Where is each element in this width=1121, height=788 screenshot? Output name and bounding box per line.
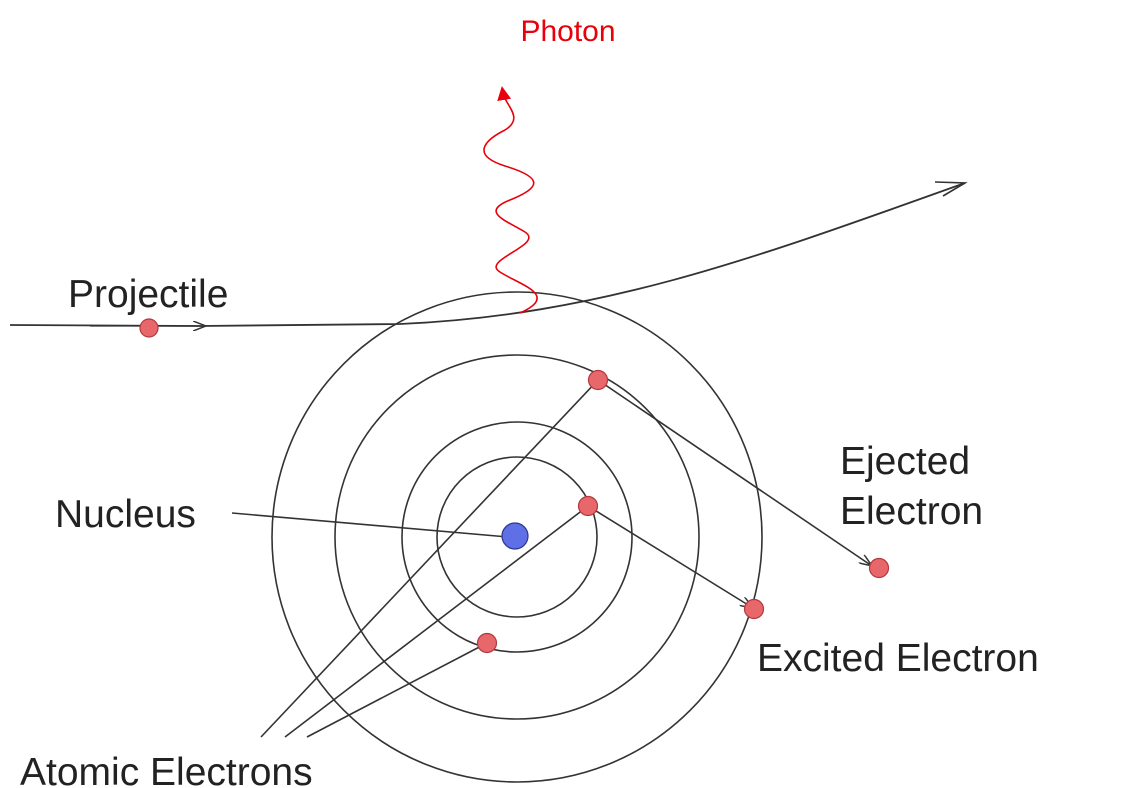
projectile-trajectory	[9, 182, 966, 327]
ejected-label-line2: Electron	[840, 490, 983, 533]
atomic-pointer-1	[260, 379, 599, 738]
nucleus-particle	[501, 522, 529, 550]
nucleus-pointer	[231, 512, 509, 538]
photon-label: Photon	[520, 15, 615, 48]
electron-lower	[476, 632, 498, 654]
photon-wave	[483, 86, 538, 314]
trajectory-arrowhead	[934, 181, 968, 197]
ejection-arrow	[597, 379, 872, 566]
electron-outer	[587, 369, 609, 391]
projectile-label: Projectile	[68, 273, 228, 316]
atomic-pointer-3	[306, 642, 488, 738]
particles	[139, 318, 890, 654]
orbit-3	[334, 354, 700, 720]
excitation-arrow	[587, 505, 753, 608]
projectile-particle	[139, 318, 159, 338]
atomic-pointer-2	[284, 505, 589, 738]
excited-electron-particle	[743, 598, 765, 620]
excited-electron-label: Excited Electron	[757, 637, 1039, 680]
orbit-4	[271, 291, 763, 783]
ejected-electron-particle	[868, 557, 890, 579]
orbit-1	[436, 456, 598, 618]
ejected-label-line1: Ejected	[840, 440, 970, 483]
orbits	[271, 291, 763, 783]
orbit-2	[401, 421, 633, 653]
electron-inner	[577, 495, 599, 517]
atomic-electrons-label: Atomic Electrons	[20, 751, 313, 788]
pointer-lines	[231, 379, 599, 738]
nucleus-label: Nucleus	[55, 493, 196, 536]
